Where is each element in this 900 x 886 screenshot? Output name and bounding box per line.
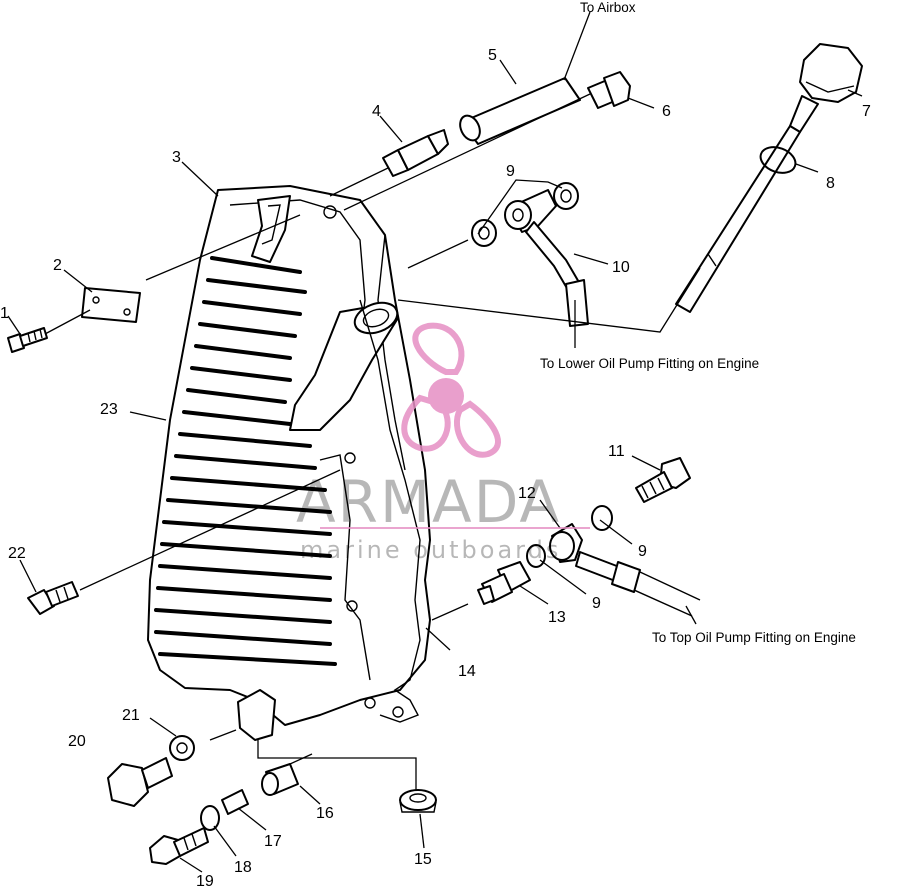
callout-4: 4 — [372, 103, 381, 120]
callout-12: 12 — [518, 485, 536, 502]
washer-part-9-lower — [526, 544, 546, 568]
washer-part-18 — [200, 805, 220, 831]
callout-22: 22 — [8, 545, 26, 562]
bolt-part-19 — [149, 827, 209, 865]
washer-part-9-right — [591, 505, 613, 531]
grommet-part-16 — [261, 763, 299, 796]
fitting-part-6 — [587, 71, 631, 109]
bolt-part-22 — [27, 581, 79, 615]
banjo-fitting-part-10 — [504, 189, 589, 327]
propeller-logo — [401, 322, 501, 458]
callout-3: 3 — [172, 149, 181, 166]
fitting-part-13 — [477, 561, 531, 605]
note-to-airbox: To Airbox — [580, 0, 636, 15]
callout-7: 7 — [862, 103, 871, 120]
vent-hose-part-5 — [459, 77, 581, 145]
tank-ribs — [154, 256, 337, 666]
callout-19: 19 — [196, 873, 214, 886]
callout-numbers: 1 2 3 4 5 6 7 8 9 10 11 12 9 9 13 14 22 … — [0, 47, 871, 886]
callout-20: 20 — [68, 733, 86, 750]
dipstick-part-7 — [675, 43, 863, 313]
callout-10: 10 — [612, 259, 630, 276]
vent-fitting-part-4 — [382, 129, 449, 177]
callout-14: 14 — [458, 663, 476, 680]
callout-23: 23 — [100, 401, 118, 418]
callout-16: 16 — [316, 805, 334, 822]
screw-part-1 — [7, 327, 48, 353]
washer-part-9-upper — [471, 182, 579, 247]
callout-21: 21 — [122, 707, 140, 724]
grommet-part-15 — [399, 789, 437, 813]
callout-1: 1 — [0, 305, 9, 322]
armada-watermark: ARMADA marine outboards — [296, 322, 590, 564]
note-top-pump: To Top Oil Pump Fitting on Engine — [652, 630, 856, 645]
drain-bolt-part-20 — [107, 757, 173, 807]
callout-15: 15 — [414, 851, 432, 868]
spacer-part-17 — [221, 789, 249, 815]
callout-18: 18 — [234, 859, 252, 876]
callout-8: 8 — [826, 175, 835, 192]
callout-5: 5 — [488, 47, 497, 64]
callout-9b: 9 — [638, 543, 647, 560]
callout-6: 6 — [662, 103, 671, 120]
callout-9a: 9 — [506, 163, 515, 180]
o-ring-part-8 — [759, 146, 797, 174]
bolt-part-11 — [635, 457, 691, 503]
leader-lines — [7, 11, 863, 873]
callout-11: 11 — [608, 443, 625, 460]
washer-part-21 — [169, 735, 195, 761]
tank-strap — [359, 299, 421, 723]
bracket-part-2 — [81, 287, 141, 323]
watermark-brand: ARMADA — [296, 468, 561, 536]
note-lower-pump: To Lower Oil Pump Fitting on Engine — [540, 356, 759, 371]
callout-13: 13 — [548, 609, 566, 626]
callout-9c: 9 — [592, 595, 601, 612]
watermark-tagline: marine outboards — [300, 536, 561, 564]
callout-2: 2 — [53, 257, 62, 274]
oil-tank — [147, 185, 431, 741]
callout-17: 17 — [264, 833, 282, 850]
fitting-part-12 — [549, 523, 701, 617]
